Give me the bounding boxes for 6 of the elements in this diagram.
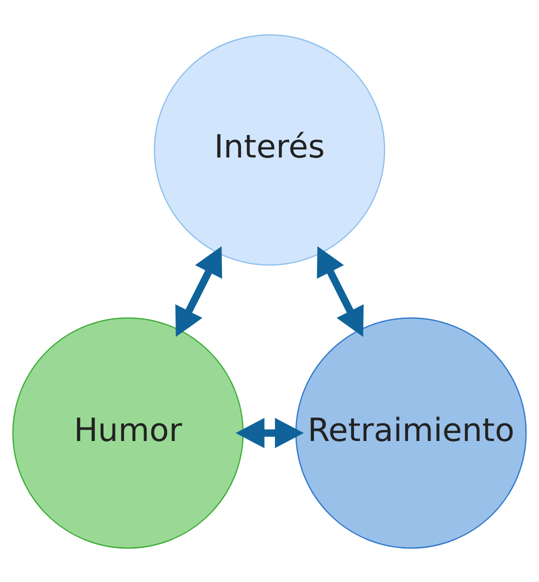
node-circle: Humor (12, 316, 244, 548)
node-circle: Interés (154, 34, 386, 266)
arrow (316, 246, 364, 336)
node-circle: Retraimiento (295, 316, 527, 548)
arrow (175, 246, 222, 336)
arrow (236, 417, 304, 448)
